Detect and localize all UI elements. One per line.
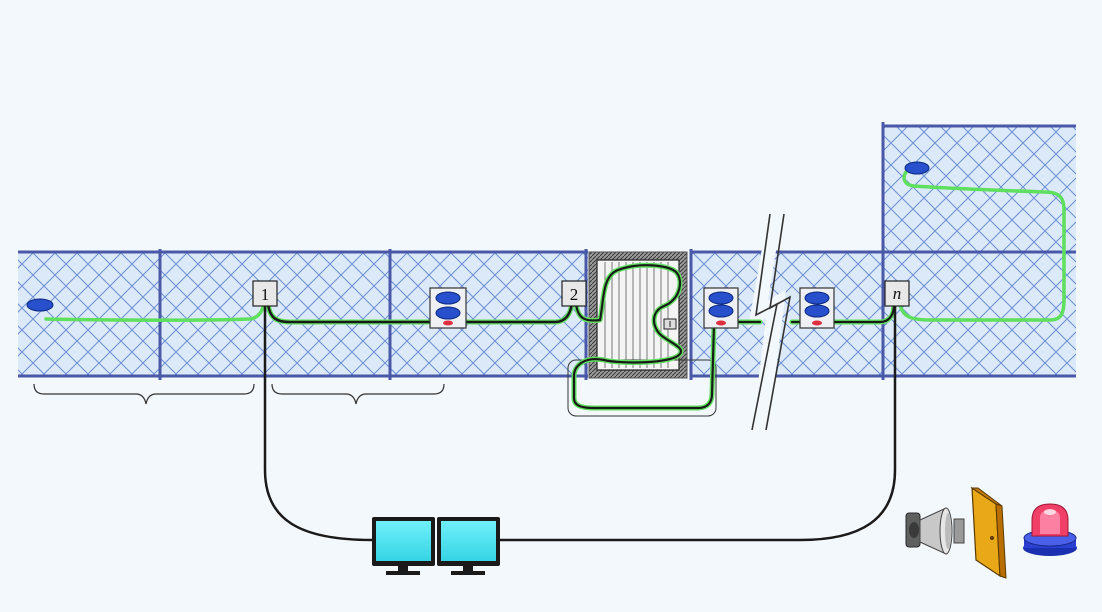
sensor-end-puck-left — [26, 298, 54, 312]
zone-brace-2 — [271, 383, 445, 405]
break-mark — [748, 213, 792, 432]
sensor-cable-zone-1 — [44, 302, 266, 322]
door-icon — [970, 486, 1007, 579]
controller-box-n: n — [884, 280, 910, 307]
signal-cable-controller-n — [498, 304, 897, 542]
controller-label-n: n — [893, 284, 902, 303]
siren-icon — [905, 507, 965, 555]
fence — [18, 122, 1076, 380]
controller-label-1: 1 — [261, 285, 270, 304]
fence-panel-section-1 — [18, 252, 588, 376]
signal-cable-controller-1 — [263, 304, 374, 542]
junction-box-1 — [429, 287, 467, 329]
sensor-end-puck-right — [904, 161, 930, 175]
controller-box-1: 1 — [252, 280, 278, 307]
signal-cables — [263, 304, 897, 542]
sensor-cable-runs — [44, 170, 1066, 411]
sensor-cable-zone-n — [898, 170, 1066, 322]
junction-box-2 — [703, 287, 739, 329]
junction-box-3 — [799, 287, 835, 329]
beacon-icon — [1023, 503, 1077, 556]
monitor-right — [437, 517, 500, 575]
sensor-cable-gate-loop — [572, 264, 716, 410]
controller-label-2: 2 — [570, 285, 579, 304]
zone-brace-1 — [33, 383, 255, 405]
controller-box-2: 2 — [561, 280, 587, 307]
monitor-left — [372, 517, 435, 575]
sensor-cable-zone-2 — [266, 302, 574, 324]
